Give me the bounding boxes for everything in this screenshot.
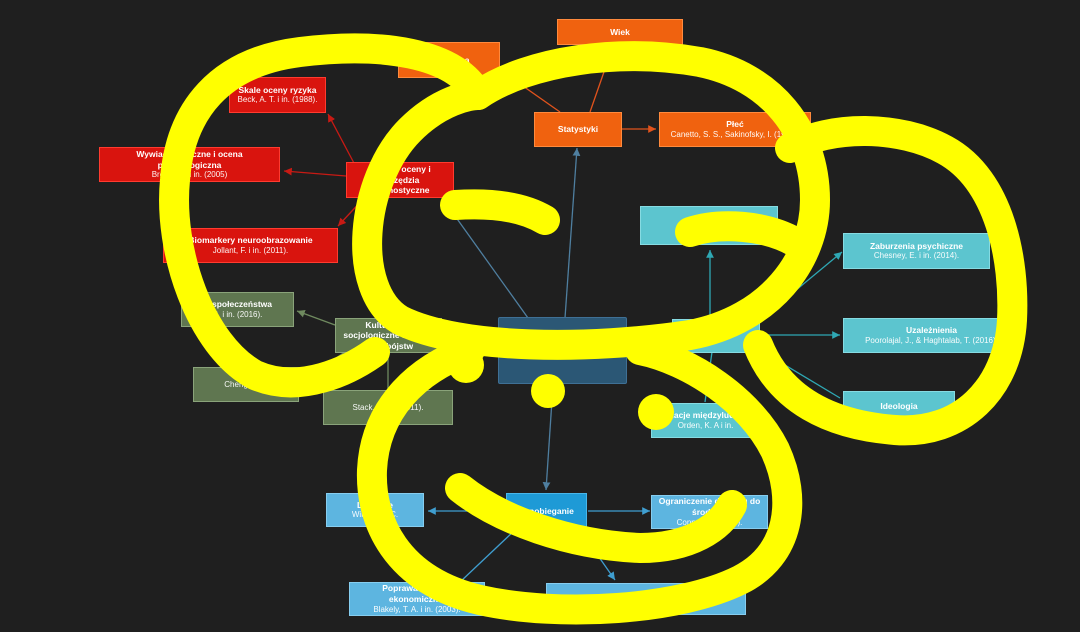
node-plec[interactable]: Płeć Canetto, S. S., Sakinofsky, I. (199… [659,112,811,147]
node-wywiady-ref: Brown, G. i in. (2005) [151,170,228,180]
node-leczenie1[interactable]: Leczenie Wilcox, H. C. [326,493,424,527]
node-biomarkery[interactable]: Biomarkery neuroobrazowanie Jollant, F. … [163,228,338,263]
node-kulturowe[interactable]: Kulturowe i socjologiczne aspekty samobó… [335,318,442,353]
edge-psych-relacje [704,351,713,403]
edge-center-psych [627,332,673,339]
node-cheng[interactable]: Cheng, A. T. [193,367,299,402]
node-ideologia[interactable]: Ideologia [843,391,955,421]
edge-center-statystyki [564,147,581,319]
node-ideologia-title: Ideologia [880,400,918,411]
node-zaburzenia-ref: Chesney, E. i in. (2014). [873,251,960,261]
node-spoleczenstwa-ref: S. i in. (2016). [212,309,263,319]
node-leczenie1-ref: Wilcox, H. C. [351,510,399,520]
node-ograniczenie-title: Ograniczenie dostępu do środków [658,496,761,517]
node-relacje-ref: Orden, K. A i in. [677,420,734,430]
node-cyan-top[interactable] [640,206,778,245]
node-uzaleznienia-title: Uzależnienia [905,325,958,336]
edge-stat-wiek [589,45,614,113]
node-zaburzenia[interactable]: Zaburzenia psychiczne Chesney, E. i in. … [843,233,990,269]
edge-metody-skale [327,113,356,166]
node-uzaleznienia[interactable]: Uzależnienia Poorolajal, J., & Haghtalab… [843,318,1020,353]
node-leczenie2-title: Leczenie zaburzeń psychicznych [579,593,713,604]
edge-center-kulturowe [441,337,499,346]
edge-center-metody [439,194,529,319]
node-skale[interactable]: Skale oceny ryzyka Beck, A. T. i in. (19… [229,77,326,113]
node-kulturowe-title: Kulturowe i socjologiczne aspekty samobó… [343,319,434,351]
node-leczenie2[interactable]: Leczenie zaburzeń psychicznych [546,583,746,615]
edge-metody-biomarkery [337,196,366,227]
node-poprawa-title: Poprawa sytuacji ekonomicznej [382,583,452,604]
node-poprawa-ref: Blakely, T. A. i in. (2003). [373,604,461,614]
edge-kult-cheng [299,351,346,383]
node-spoleczenstwa-title: w społeczeństwa [203,299,272,310]
node-metody[interactable]: Metody oceny i narzędzia diagnostyczne [346,162,454,198]
node-statystyki-title: Statystyki [557,124,599,135]
node-stack-ref: Stack, S., K. (2011). [352,402,424,412]
node-wywiady[interactable]: Wywiady kliniczne i ocena psychologiczna… [99,147,280,182]
node-plec-title: Płeć [726,119,744,130]
node-zaburzenia-title: Zaburzenia psychiczne [869,240,964,251]
edge-center-zapobieganie [542,384,554,491]
node-relacje-title: Relacje międzyludzkie [660,410,751,421]
node-biomarkery-title: Biomarkery neuroobrazowanie [188,235,313,246]
node-skale-ref: Beck, A. T. i in. (1988). [237,95,318,105]
node-wiek[interactable]: Wiek [557,19,683,45]
node-psych-hub[interactable] [672,319,760,353]
node-ograniczenie[interactable]: Ograniczenie dostępu do środków Connor, … [651,495,768,529]
node-plec-ref: Canetto, S. S., Sakinofsky, I. (1998). [670,129,800,139]
edge-zap-leczenie2 [579,529,616,581]
edge-stat-spoleczna [499,69,561,113]
edge-kult-spol [296,310,336,326]
node-spoleczenstwa[interactable]: w społeczeństwa S. i in. (2016). [181,292,294,327]
node-spoleczna-title: społeczna [428,54,470,65]
edge-zap-poprawa [459,529,516,583]
node-metody-title: Metody oceny i narzędzia diagnostyczne [369,164,431,196]
node-zapobieganie-title: Zapobieganie [519,505,574,516]
node-statystyki[interactable]: Statystyki [534,112,622,147]
node-spoleczna[interactable]: społeczna [398,42,500,78]
edge-metody-wywiady [283,167,347,177]
node-wiek-title: Wiek [610,26,630,37]
edge-psych-zaburzenia [759,251,843,321]
node-zapobieganie[interactable]: Zapobieganie [506,493,587,529]
node-leczenie1-title: Leczenie [357,499,393,510]
node-relacje[interactable]: Relacje międzyludzkie Orden, K. A i in. [651,403,760,438]
edge-psych-ideologia [759,349,841,399]
node-poprawa[interactable]: Poprawa sytuacji ekonomicznej Blakely, T… [349,582,485,616]
node-center[interactable] [498,317,627,384]
node-uzaleznienia-ref: Poorolajal, J., & Haghtalab, T. (2016). [865,335,998,345]
node-wywiady-title: Wywiady kliniczne i ocena psychologiczna [136,148,243,170]
node-ograniczenie-ref: Connor, R. (2013). [676,517,743,527]
node-cheng-ref: Cheng, A. T. [224,379,268,389]
node-stack[interactable]: Stack, S., K. (2011). [323,390,453,425]
node-skale-title: Skale oceny ryzyka [238,84,317,95]
node-biomarkery-ref: Jollant, F. i in. (2011). [212,245,289,255]
